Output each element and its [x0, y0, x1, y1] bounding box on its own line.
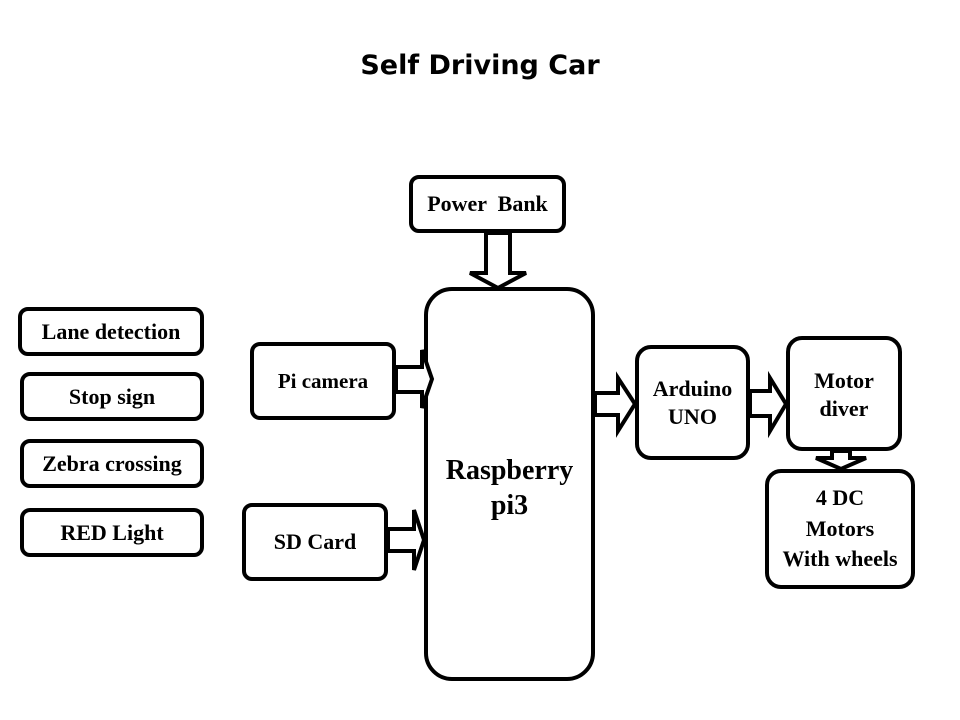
feature-label: Zebra crossing [42, 450, 182, 476]
motor-driver-label: Motor diver [814, 368, 874, 421]
feature-red-light: RED Light [20, 508, 204, 557]
pi-camera-box: Pi camera [250, 342, 396, 420]
arrow-camera-to-pi [394, 349, 435, 409]
arrow-pi-to-arduino [593, 371, 638, 438]
raspberry-pi-box: Raspberry pi3 [424, 287, 595, 681]
sd-card-label: SD Card [273, 529, 357, 555]
arduino-box: Arduino UNO [635, 345, 750, 460]
power-bank-label: Power Bank [427, 191, 548, 217]
arrow-arduino-to-motor [748, 370, 789, 439]
feature-zebra-crossing: Zebra crossing [20, 439, 204, 488]
feature-lane-detection: Lane detection [18, 307, 204, 356]
dc-motors-label: 4 DC Motors With wheels [782, 484, 898, 572]
feature-label: Lane detection [41, 318, 181, 344]
arrow-power-to-pi [469, 231, 527, 291]
arduino-label: Arduino UNO [652, 376, 733, 429]
power-bank-box: Power Bank [409, 175, 566, 233]
diagram-title: Self Driving Car [360, 50, 600, 81]
motor-driver-box: Motor diver [786, 336, 902, 451]
feature-label: Stop sign [68, 383, 156, 409]
pi-camera-label: Pi camera [277, 368, 369, 393]
feature-stop-sign: Stop sign [20, 372, 204, 421]
arrow-sdcard-to-pi [386, 509, 427, 571]
dc-motors-box: 4 DC Motors With wheels [765, 469, 915, 589]
feature-label: RED Light [60, 519, 164, 545]
sd-card-box: SD Card [242, 503, 388, 581]
raspberry-pi-label: Raspberry pi3 [445, 455, 574, 521]
arrow-motor-to-dcmotors [815, 449, 867, 472]
